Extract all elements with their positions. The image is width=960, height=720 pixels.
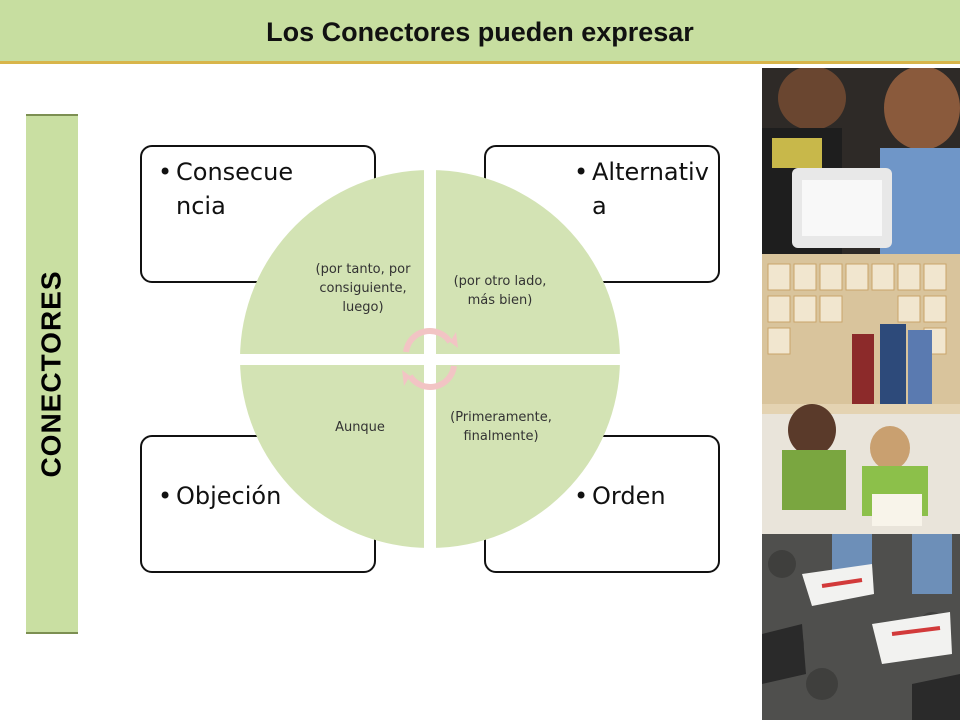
slide-title: Los Conectores pueden expresar — [266, 17, 694, 47]
quadrant-top-left-text: (por tanto, por consiguiente, luego) — [315, 262, 411, 315]
side-label-box: CONECTORES — [26, 114, 78, 634]
photo-children-drawing — [762, 254, 960, 534]
title-bar: Los Conectores pueden expresar — [0, 0, 960, 64]
quadrant-top-right-text: (por otro lado, más bien) — [453, 274, 547, 308]
quadrant-bottom-right-text: (Primeramente, finalmente) — [450, 410, 552, 444]
photo-sneakers — [762, 534, 960, 720]
quadrant-top-right — [436, 170, 620, 354]
quadrant-top-left — [240, 170, 424, 354]
quadrant-bottom-right — [436, 365, 620, 548]
photo-students-laptop — [762, 68, 960, 254]
cycle-arrows-icon — [402, 327, 458, 391]
quadrant-bottom-left — [240, 365, 424, 548]
quadrant-circle — [240, 170, 620, 548]
side-label-text: CONECTORES — [36, 270, 68, 478]
quadrant-bottom-left-text: Aunque — [335, 420, 385, 435]
